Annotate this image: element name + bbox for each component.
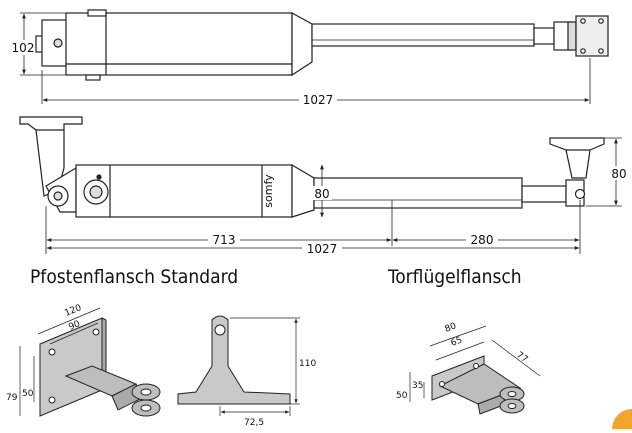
dim-length-713: 713 xyxy=(213,233,236,247)
heading-post-flange: Pfostenflansch Standard xyxy=(30,266,238,288)
post-side-profile xyxy=(177,315,291,405)
dim-gate-35: 35 xyxy=(412,381,423,391)
dim-length-280: 280 xyxy=(471,233,494,247)
post-side-dimensions xyxy=(219,317,300,416)
inner-tube xyxy=(533,27,555,45)
gate-flange-iso xyxy=(431,355,525,415)
heading-gate-flange: Torflügelflansch xyxy=(387,266,522,288)
brand-logo: somfy xyxy=(262,174,275,208)
dim-post-79: 79 xyxy=(6,393,18,403)
dim-gate-65: 65 xyxy=(450,336,464,349)
dim-post-72-5: 72,5 xyxy=(244,418,264,428)
inner-tube-side xyxy=(521,185,567,203)
post-flange-iso xyxy=(39,317,161,417)
motor-body-side xyxy=(75,164,293,218)
motor-side-view xyxy=(19,116,605,218)
motor-body-top xyxy=(65,12,293,76)
post-flange-dimensions xyxy=(19,307,101,416)
dim-length-1027-top: 1027 xyxy=(303,93,334,107)
corner-accent xyxy=(612,409,632,429)
post-flange-side-small xyxy=(177,315,291,405)
dim-length-1027-side: 1027 xyxy=(307,242,338,256)
outer-tube-side xyxy=(313,177,523,209)
dim-post-50: 50 xyxy=(22,389,34,399)
motor-taper xyxy=(291,11,313,77)
dim-height-80-left: 80 xyxy=(314,187,329,201)
dim-gate-50: 50 xyxy=(396,391,408,401)
gate-flange-side xyxy=(549,137,605,179)
motor-top-knob xyxy=(87,9,107,17)
outer-tube xyxy=(311,23,535,47)
dim-gate-77: 77 xyxy=(514,350,529,365)
dim-height-80-right: 80 xyxy=(611,167,626,181)
dim-post-110: 110 xyxy=(299,359,316,369)
dim-height-102: 102 xyxy=(12,41,35,55)
dim-gate-80: 80 xyxy=(444,321,458,334)
dim-post-90: 90 xyxy=(67,319,82,333)
gate-flange-dimensions xyxy=(409,325,541,402)
motor-top-view xyxy=(35,9,609,81)
